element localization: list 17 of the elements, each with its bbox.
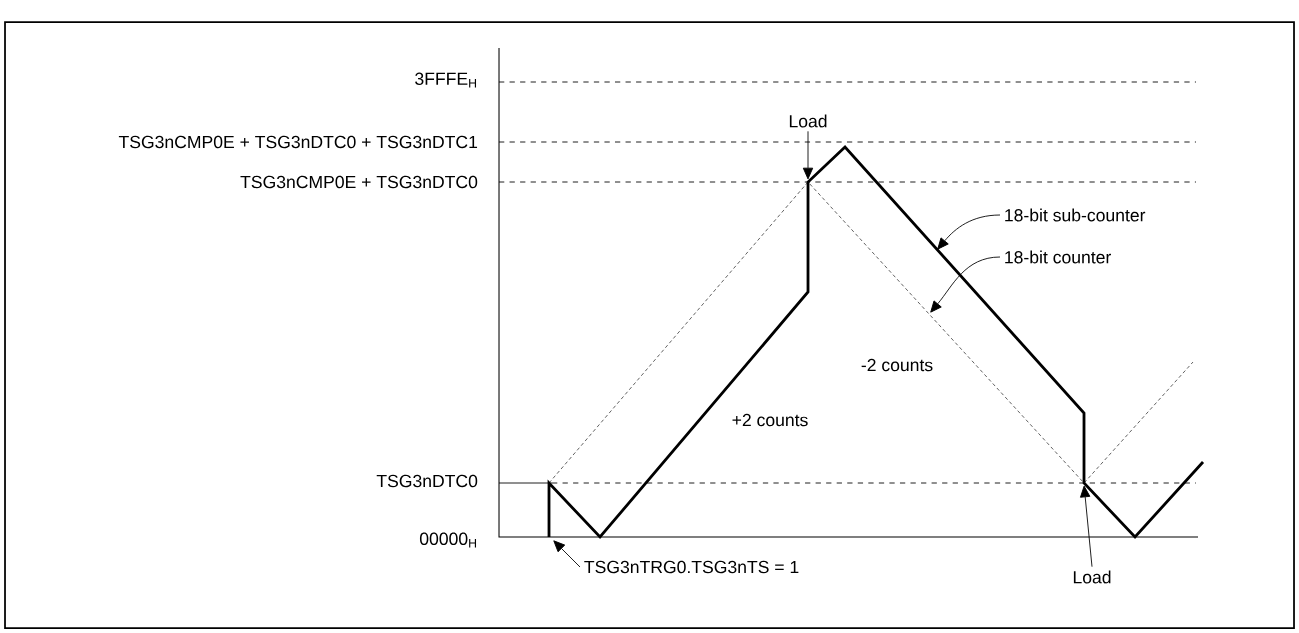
leader-arrow [937,214,1001,250]
callout-text: Load [1073,570,1111,584]
leader-arrow [1080,485,1093,568]
axis-label: TSG3nCMP0E + TSG3nDTC0 + TSG3nDTC1 [118,135,478,149]
leader-arrow [553,540,581,568]
callout-text: Load [789,114,827,128]
count-label: -2 counts [861,358,933,372]
leader-arrow [802,130,814,180]
callout-text: TSG3nTRG0.TSG3nTS = 1 [584,560,799,574]
axis-label: 00000$_{H}$ [419,532,476,548]
callout-text: 18-bit counter [1005,250,1111,264]
callout-text: 18-bit sub-counter [1005,208,1146,222]
count-label: +2 counts [732,413,808,427]
axis-label: TSG3nDTC0 [376,474,478,488]
leader-arrow [930,256,1001,313]
axis-label: 3FFFE$_{H}$ [415,72,476,88]
axis-label: TSG3nCMP0E + TSG3nDTC0 [240,175,478,189]
